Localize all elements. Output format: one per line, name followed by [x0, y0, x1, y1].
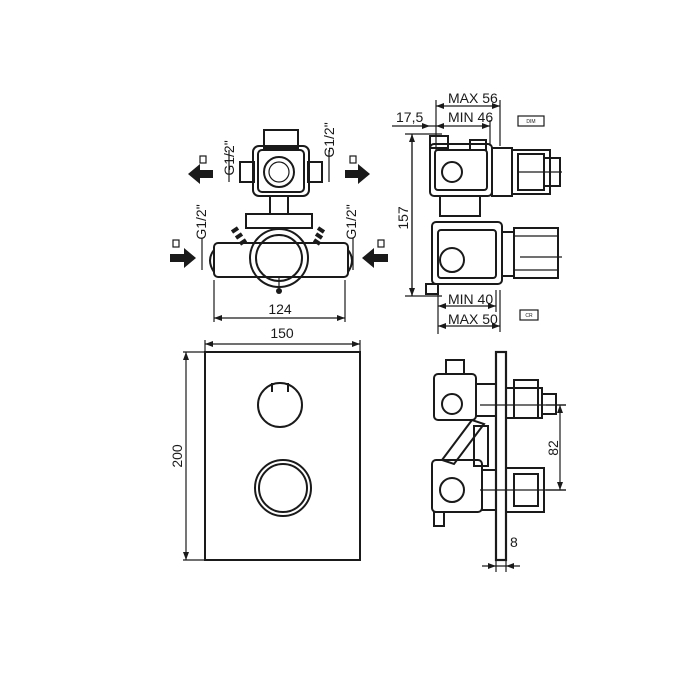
svg-text:DIM: DIM: [526, 119, 535, 125]
dimension-150: 150: [270, 325, 294, 341]
dimension-82: 82: [545, 440, 561, 456]
rear-view: G1/2" G1/2" G1/2" G1/2" 1: [170, 122, 388, 322]
flow-arrow-icon: [188, 155, 213, 184]
thermostatic-knob: [254, 459, 312, 517]
dimension-17-5: 17,5: [396, 109, 423, 125]
dimension-124: 124: [268, 301, 292, 317]
dim-tag-badge: DIM: [517, 115, 545, 127]
flow-arrow-icon: [170, 239, 196, 268]
front-plate-view: 200 150: [169, 325, 361, 561]
dimension-200: 200: [169, 444, 185, 468]
dimension-min-40: MIN 40: [448, 291, 493, 307]
dimension-max-50: MAX 50: [448, 311, 498, 327]
thread-label-bottom-right: G1/2": [343, 204, 359, 239]
thread-label-top-right: G1/2": [321, 122, 337, 157]
dimension-max-56: MAX 56: [448, 90, 498, 106]
side-view-body: 157 MAX 56 MI: [392, 90, 562, 334]
flow-arrow-icon: [362, 239, 388, 268]
dimension-8: 8: [510, 534, 518, 550]
flow-arrow-icon: [345, 155, 370, 184]
dimension-min-46: MIN 46: [448, 109, 493, 125]
dimension-157: 157: [395, 206, 411, 230]
thread-right: [312, 226, 326, 246]
svg-text:CR: CR: [525, 313, 533, 319]
installed-side-view: 8 82: [431, 350, 566, 572]
thread-left: [230, 226, 248, 246]
diverter-knob: [257, 382, 303, 428]
thread-label-bottom-left: G1/2": [193, 204, 209, 239]
cr-tag-badge: CR: [519, 309, 539, 321]
